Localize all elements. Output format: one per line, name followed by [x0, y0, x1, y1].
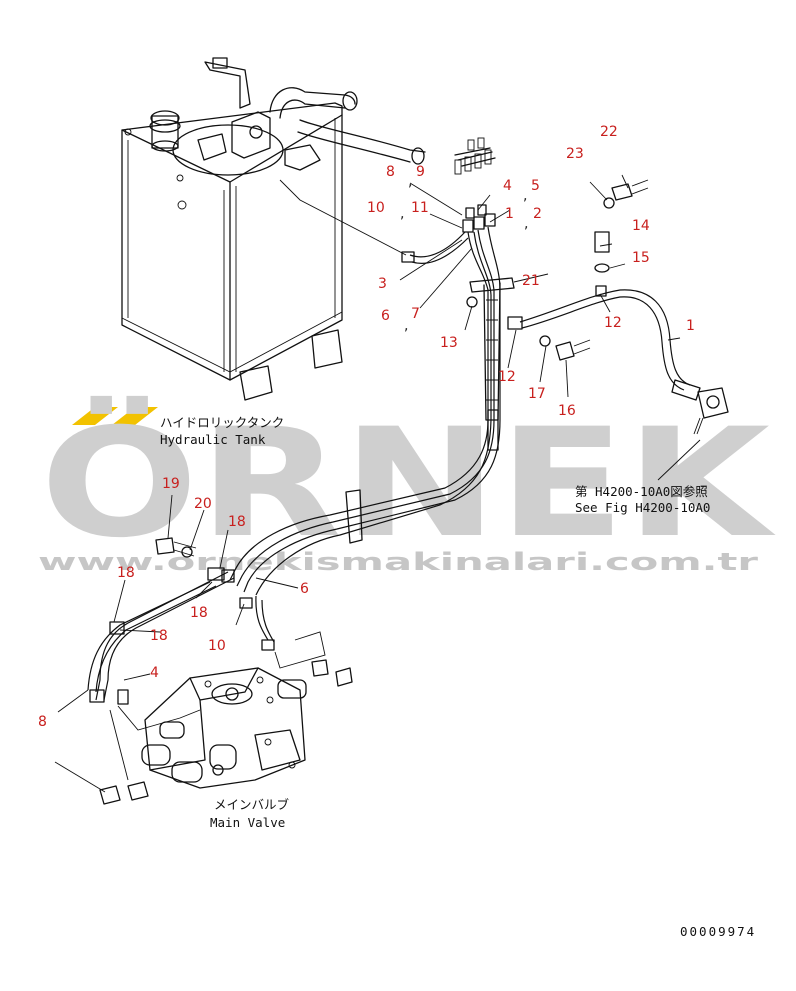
svg-text:,: , [400, 206, 404, 222]
callout-10-bottom: 10 [208, 638, 226, 654]
callout-6-top: 6 [381, 308, 390, 324]
callout-20: 20 [194, 496, 212, 512]
hydraulic-tank [121, 57, 426, 401]
callout-12-center: 12 [498, 369, 516, 385]
caption-tank-jp: ハイドロリックタンク [160, 415, 284, 430]
caption-ref-en: See Fig H4200-10A0 [575, 500, 710, 515]
callout-1-right: 1 [686, 318, 695, 334]
callout-2: 2 [533, 206, 542, 222]
callout-21: 21 [522, 273, 540, 289]
svg-text:,: , [404, 318, 408, 334]
callout-18-d: 18 [150, 628, 168, 644]
callout-14: 14 [632, 218, 650, 234]
callout-7: 7 [411, 306, 420, 322]
callout-8-top: 8 [386, 164, 395, 180]
watermark-brand: ÖRNEK [40, 395, 776, 571]
watermark-url: www.ornekismakinalari.com.tr [38, 548, 758, 576]
caption-valve-jp: メインバルブ [214, 797, 290, 812]
callout-18-a: 18 [228, 514, 246, 530]
captions: ハイドロリックタンク Hydraulic Tank 第 H4200-10A0図参… [160, 415, 756, 939]
main-valve [141, 667, 307, 789]
svg-text:,: , [408, 174, 412, 190]
watermark-accent-right [112, 407, 158, 425]
callout-5: 5 [531, 178, 540, 194]
drawing-number: 00009974 [680, 924, 756, 939]
callout-19: 19 [162, 476, 180, 492]
callout-23: 23 [566, 146, 584, 162]
callouts: 22 23 8 9 4 5 10 11 1 2 14 15 3 21 6 7 1… [38, 124, 695, 730]
lower-hoses [54, 537, 353, 805]
callout-1-top: 1 [505, 206, 514, 222]
callout-8-bottom: 8 [38, 714, 47, 730]
watermark-accent-left [72, 407, 118, 425]
callout-separators: , , , , , [400, 174, 528, 334]
callout-4-bottom: 4 [150, 665, 159, 681]
callout-16: 16 [558, 403, 576, 419]
leader-lines [57, 174, 701, 713]
hose-bundle [229, 179, 729, 596]
callout-4-top: 4 [503, 178, 512, 194]
fittings-group [454, 137, 496, 175]
caption-ref-jp: 第 H4200-10A0図参照 [575, 484, 708, 499]
caption-valve-en: Main Valve [210, 815, 285, 830]
callout-11: 11 [411, 200, 429, 216]
callout-13: 13 [440, 335, 458, 351]
callout-12-right: 12 [604, 315, 622, 331]
callout-3: 3 [378, 276, 387, 292]
callout-17: 17 [528, 386, 546, 402]
callout-22: 22 [600, 124, 618, 140]
callout-18-b: 18 [117, 565, 135, 581]
callout-6-bottom: 6 [300, 581, 309, 597]
callout-15: 15 [632, 250, 650, 266]
svg-text:,: , [524, 216, 528, 232]
callout-18-c: 18 [190, 605, 208, 621]
caption-tank-en: Hydraulic Tank [160, 432, 266, 447]
svg-text:,: , [523, 188, 527, 204]
callout-9: 9 [416, 164, 425, 180]
callout-10-top: 10 [367, 200, 385, 216]
